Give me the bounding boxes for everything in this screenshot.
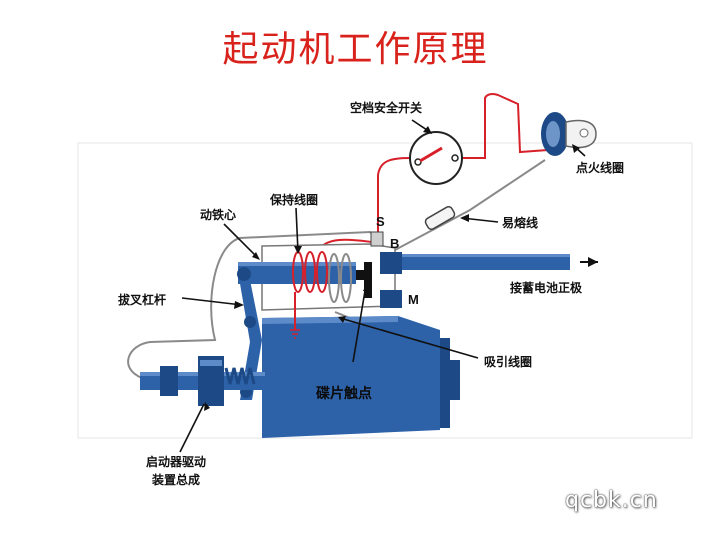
motor-body: [262, 292, 460, 438]
leader-arrows: [204, 126, 580, 411]
terminal-b-post: [380, 252, 402, 274]
wire-red-s: [377, 157, 411, 235]
label-pull-coil: 吸引线圈: [484, 354, 532, 369]
label-drive-assembly-line2: 装置总成: [151, 472, 200, 487]
watermark: qcbk.cn: [565, 488, 658, 513]
wire-red-switch: [462, 93, 549, 159]
page-title: 起动机工作原理: [222, 29, 489, 70]
label-shift-lever: 拔叉杠杆: [118, 292, 166, 307]
label-terminal-m: M: [408, 292, 419, 307]
leader-lines: [179, 119, 586, 453]
terminal-s-post: [370, 231, 384, 247]
label-terminal-b: B: [390, 236, 399, 251]
drive-assembly: [140, 356, 265, 406]
label-drive-assembly-line1: 启动器驱动: [146, 454, 206, 469]
label-plunger: 动铁心: [200, 207, 236, 222]
label-terminal-s: S: [376, 214, 385, 229]
drive-spring: [224, 367, 256, 385]
label-neutral-switch: 空档安全开关: [350, 100, 422, 115]
disc-contact-plate: [364, 262, 372, 298]
wire-gray-loop: [127, 230, 376, 379]
label-disc-contact: 碟片触点: [316, 385, 372, 402]
label-ignition-coil: 点火线圈: [576, 160, 624, 175]
ignition-switch: [541, 112, 597, 156]
battery-cable: [398, 254, 598, 270]
label-hold-coil: 保持线圈: [269, 192, 318, 207]
pull-coil-windings: [328, 253, 352, 303]
fuse-link: [424, 206, 456, 230]
image-frame: [77, 142, 693, 439]
label-fuse: 易熔线: [502, 215, 538, 230]
wire-gray-fuse: [394, 159, 546, 251]
terminal-m-post: [380, 290, 402, 308]
neutral-safety-switch: [409, 131, 463, 185]
solenoid: [238, 231, 402, 311]
label-battery-positive: 接蓄电池正极: [510, 280, 583, 295]
